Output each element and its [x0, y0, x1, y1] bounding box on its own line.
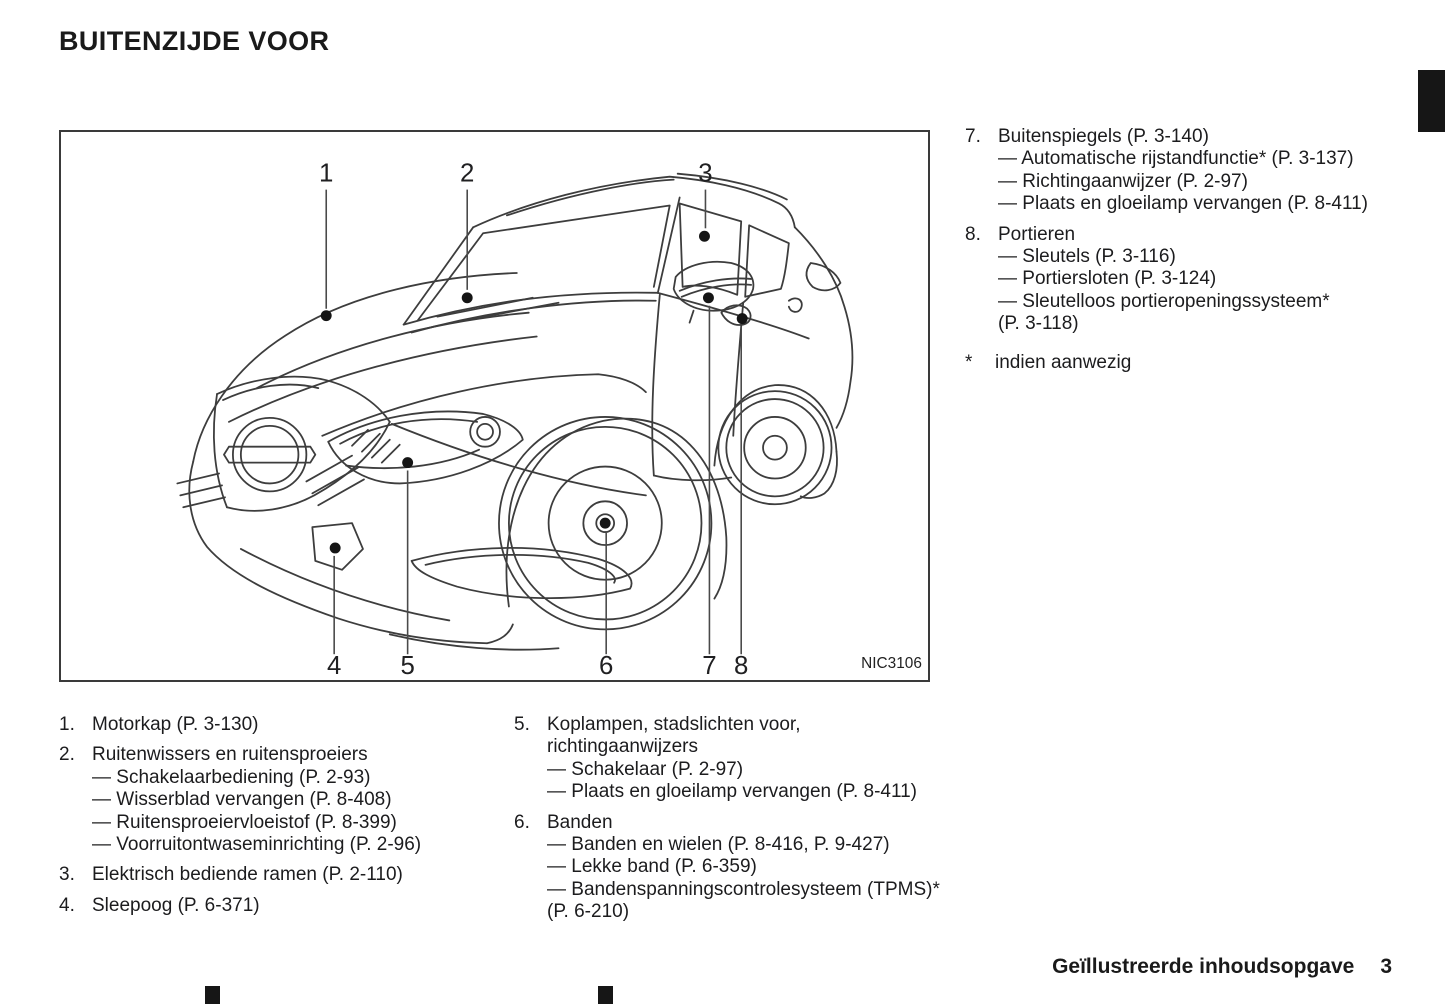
legend-item: 3. Elektrisch bediende ramen (P. 2-110) — [59, 864, 509, 886]
legend-subitem: (P. 3-118) — [998, 313, 1079, 335]
legend-item: 4. Sleepoog (P. 6-371) — [59, 895, 509, 917]
legend-right: 7. Buitenspiegels (P. 3-140) — Automatis… — [965, 126, 1405, 374]
legend-item-title: Buitenspiegels (P. 3-140) — [998, 126, 1209, 147]
legend-subitem: — Voorruitontwaseminrichting (P. 2-96) — [92, 834, 422, 856]
legend-subitem: — Bandenspanningscontrolesysteem (TPMS)* — [547, 878, 940, 900]
legend-item-number: 5. — [514, 714, 530, 735]
figure-code: NIC3106 — [861, 655, 922, 672]
footer-page-number: 3 — [1380, 955, 1392, 978]
legend-subitem: — Richtingaanwijzer (P. 2-97) — [998, 170, 1248, 192]
legend-item: 2. Ruitenwissers en ruitensproeiers — Sc… — [59, 744, 509, 856]
legend-subitem: — Lekke band (P. 6-359) — [547, 856, 757, 878]
legend-subitem: — Banden en wielen (P. 8-416, P. 9-427) — [547, 834, 890, 856]
legend-item-title: Banden — [547, 811, 613, 833]
page-footer: Geïllustreerde inhoudsopgave 3 — [1052, 955, 1392, 979]
legend-item-number: 8. — [965, 223, 981, 245]
legend-subitem: — Portiersloten (P. 3-124) — [998, 268, 1217, 290]
legend-subitem: — Ruitensproeiervloeistof (P. 8-399) — [92, 811, 397, 833]
legend-item-title: Motorkap (P. 3-130) — [92, 714, 259, 735]
legend-item: 6. Banden — Banden en wielen (P. 8-416, … — [514, 812, 974, 924]
exterior-front-diagram: 1 2 3 4 5 6 7 8 NIC3106 — [59, 130, 930, 682]
car-line-art — [176, 172, 854, 651]
legend-item-title: Elektrisch bediende ramen (P. 2-110) — [92, 864, 403, 886]
legend-subitem: — Schakelaarbediening (P. 2-93) — [92, 766, 371, 788]
legend-item: 5. Koplampen, stadslichten voor, richtin… — [514, 714, 974, 804]
legend-subitem: — Schakelaar (P. 2-97) — [547, 758, 744, 780]
legend-subitem: — Automatische rijstandfunctie* (P. 3-13… — [998, 148, 1354, 170]
legend-subitem: (P. 6-210) — [547, 901, 630, 923]
legend-item-title: Sleepoog (P. 6-371) — [92, 894, 260, 916]
callout-number-1: 1 — [319, 160, 333, 188]
legend-bottom-right: 5. Koplampen, stadslichten voor, richtin… — [514, 714, 974, 932]
legend-item-number: 6. — [514, 811, 530, 833]
callout-dots — [320, 230, 748, 554]
legend-item: 7. Buitenspiegels (P. 3-140) — Automatis… — [965, 126, 1405, 216]
legend-item-number: 4. — [59, 894, 75, 916]
footnote-text: indien aanwezig — [995, 351, 1132, 373]
callout-number-8: 8 — [734, 652, 748, 680]
legend-subitem: — Plaats en gloeilamp vervangen (P. 8-41… — [998, 193, 1369, 215]
legend-item-title: Portieren — [998, 223, 1076, 245]
footnote-marker: * — [965, 351, 973, 373]
callout-number-5: 5 — [400, 652, 414, 680]
callout-number-3: 3 — [698, 160, 712, 188]
legend-subitem: — Wisserblad vervangen (P. 8-408) — [92, 789, 392, 811]
callout-leader-lines — [325, 189, 742, 655]
page-bottom-tab-2 — [598, 986, 613, 1004]
legend-item-number: 2. — [59, 744, 75, 766]
diagram-callouts: 1 2 3 4 5 6 7 8 — [319, 160, 748, 680]
legend-item-number: 1. — [59, 714, 75, 735]
callout-number-4: 4 — [327, 652, 341, 680]
legend-item-number: 7. — [965, 126, 981, 147]
page-title: BUITENZIJDE VOOR — [59, 26, 330, 56]
callout-number-6: 6 — [599, 652, 613, 680]
callout-number-2: 2 — [460, 160, 474, 188]
legend-item-number: 3. — [59, 864, 75, 886]
callout-numbers: 1 2 3 4 5 6 7 8 — [319, 160, 748, 680]
legend-subitem: — Plaats en gloeilamp vervangen (P. 8-41… — [547, 781, 918, 803]
footnote: * indien aanwezig — [965, 352, 1405, 374]
section-index-tab — [1418, 70, 1445, 132]
legend-item: 1. Motorkap (P. 3-130) — [59, 714, 509, 736]
legend-bottom-left: 1. Motorkap (P. 3-130) 2. Ruitenwissers … — [59, 714, 509, 925]
legend-item-title: Ruitenwissers en ruitensproeiers — [92, 744, 368, 766]
legend-subitem: — Sleutels (P. 3-116) — [998, 246, 1176, 268]
legend-subitem: — Sleutelloos portieropeningssysteem* — [998, 290, 1330, 312]
legend-item: 8. Portieren — Sleutels (P. 3-116) — Por… — [965, 224, 1405, 336]
car-illustration: 1 2 3 4 5 6 7 8 NIC3106 — [176, 160, 922, 680]
legend-item-title: Koplampen, stadslichten voor, richtingaa… — [547, 714, 801, 758]
page-bottom-tab-1 — [205, 986, 220, 1004]
callout-number-7: 7 — [702, 652, 716, 680]
footer-section-title: Geïllustreerde inhoudsopgave — [1052, 955, 1355, 978]
